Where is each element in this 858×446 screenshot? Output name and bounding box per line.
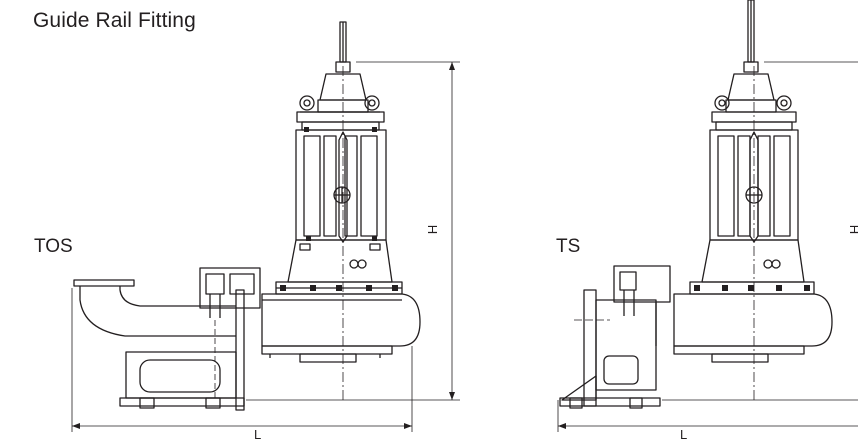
page-title: Guide Rail Fitting [33,9,196,32]
view-label-tos: TOS [34,236,73,257]
ts-pump-drawing [557,0,858,432]
tos-pump-drawing [71,21,460,432]
view-label-ts: TS [556,236,581,257]
dimension-l-tos: L [254,427,262,442]
dimension-l-ts: L [680,427,688,442]
